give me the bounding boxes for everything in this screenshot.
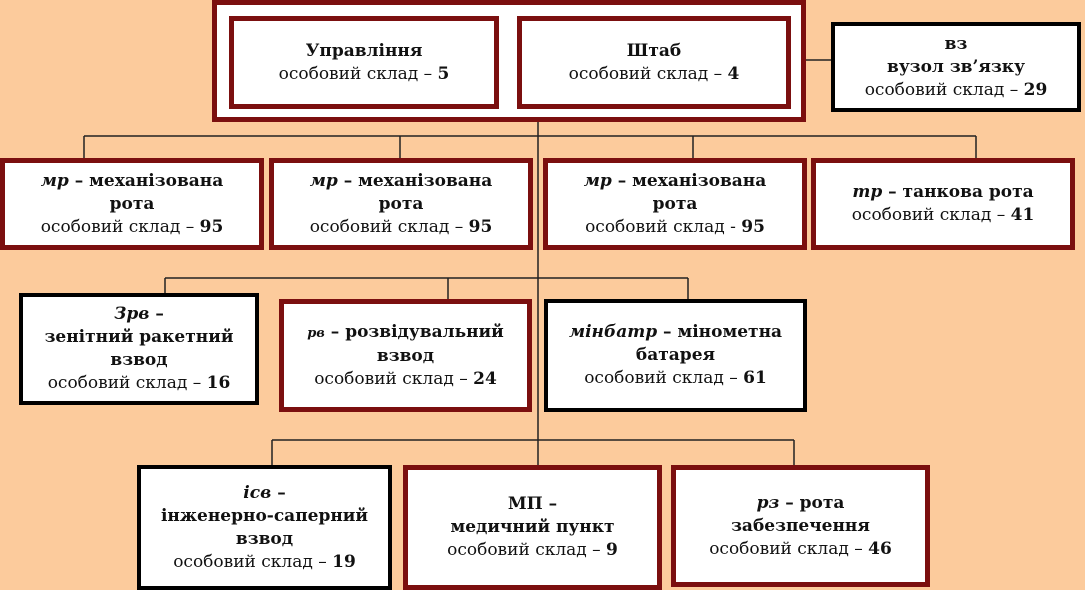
box-rz-title: рз – рота: [756, 492, 845, 513]
box-rv-title2: взвод: [376, 345, 435, 366]
box-tr-title: тр – танкова рота: [852, 182, 1034, 202]
box-shtab-title: Штаб: [626, 40, 682, 61]
box-minbatr-staff: особовий склад – 61: [584, 368, 767, 388]
box-minbatr: мінбатр – мінометна батарея особовий скл…: [544, 299, 807, 412]
box-vz-title: вузол зв’язку: [887, 56, 1025, 77]
box-rz: рз – рота забезпечення особовий склад – …: [671, 465, 930, 587]
box-zrv-staff: особовий склад – 16: [47, 373, 231, 393]
box-vuzol-zviazku: вз вузол зв’язку особовий склад – 29: [831, 22, 1081, 112]
box-upravlinnia-staff: особовий склад – 5: [278, 63, 450, 84]
box-mr-1-title: мр – механізована: [40, 170, 224, 191]
box-zrv-title: Зрв –: [114, 304, 164, 324]
box-mp-staff: особовий склад – 9: [447, 540, 618, 560]
box-mp-title2: медичний пункт: [450, 517, 615, 537]
box-mr-3: мр – механізована рота особовий склад - …: [543, 158, 807, 250]
box-isv: ісв – інженерно-саперний взвод особовий …: [137, 465, 392, 590]
box-rz-staff: особовий склад – 46: [709, 538, 892, 559]
box-minbatr-title: мінбатр – мінометна: [568, 322, 783, 342]
box-mp-title: МП –: [507, 494, 558, 514]
box-vz-abbr: вз: [944, 33, 968, 54]
box-upravlinnia-title: Управління: [305, 40, 423, 61]
box-mp: МП – медичний пункт особовий склад – 9: [403, 465, 662, 590]
box-shtab: Штаб особовий склад – 4: [517, 16, 791, 109]
box-rz-title2: забезпечення: [731, 515, 870, 536]
box-mr-2-title: мр – механізована: [309, 170, 493, 191]
box-isv-title: ісв –: [243, 482, 286, 503]
box-mr-1: мр – механізована рота особовий склад – …: [0, 158, 264, 250]
box-mr-3-staff: особовий склад - 95: [585, 216, 765, 237]
box-minbatr-title2: батарея: [635, 345, 716, 365]
box-mr-3-title: мр – механізована: [583, 170, 767, 191]
box-rv-staff: особовий склад – 24: [314, 368, 497, 389]
box-zrv-title2: зенітний ракетний: [44, 327, 234, 347]
box-tr-staff: особовий склад – 41: [851, 205, 1035, 225]
box-vz-staff: особовий склад – 29: [864, 79, 1048, 100]
box-mr-2-staff: особовий склад – 95: [309, 216, 493, 237]
box-rv-title: рв – розвідувальний: [307, 321, 504, 342]
box-zrv: Зрв – зенітний ракетний взвод особовий с…: [19, 293, 259, 405]
box-mr-1-title2: рота: [109, 193, 155, 214]
box-upravlinnia: Управління особовий склад – 5: [229, 16, 499, 109]
box-rv: рв – розвідувальний взвод особовий склад…: [279, 299, 532, 412]
box-mr-2-title2: рота: [378, 193, 424, 214]
box-zrv-title3: взвод: [110, 350, 168, 370]
box-shtab-staff: особовий склад – 4: [568, 63, 740, 84]
box-mr-2: мр – механізована рота особовий склад – …: [269, 158, 533, 250]
box-mr-3-title2: рота: [652, 193, 698, 214]
box-tr: тр – танкова рота особовий склад – 41: [811, 158, 1075, 250]
box-isv-title2: інженерно-саперний: [160, 505, 369, 526]
box-mr-1-staff: особовий склад – 95: [40, 216, 224, 237]
box-isv-staff: особовий склад – 19: [173, 551, 356, 572]
box-isv-title3: взвод: [235, 528, 294, 549]
